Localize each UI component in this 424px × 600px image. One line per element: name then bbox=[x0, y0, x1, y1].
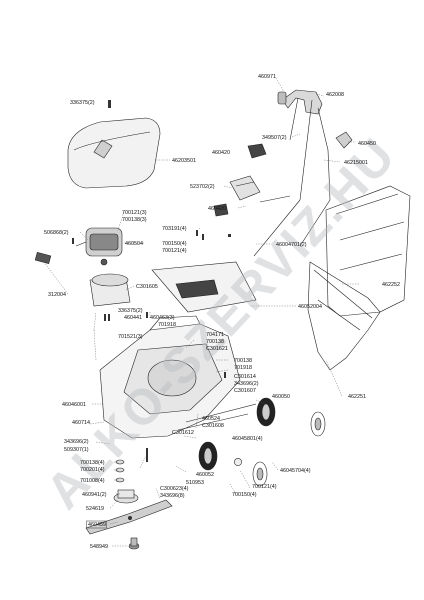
label-700150-4: 700150(4) bbox=[162, 241, 187, 247]
label-460420-lower: 460420 bbox=[208, 206, 226, 212]
cable-clip bbox=[335, 131, 353, 149]
handle-knob-upper bbox=[247, 143, 267, 159]
front-wheel bbox=[198, 441, 218, 471]
label-460450: 460450 bbox=[358, 141, 376, 147]
switch-box bbox=[229, 175, 261, 201]
label-460504: 460504 bbox=[125, 241, 143, 247]
cutting-blade bbox=[85, 499, 173, 535]
fan-impeller bbox=[113, 489, 139, 504]
label-349507-2: 349507(2) bbox=[262, 135, 287, 141]
label-343696-2-lower: 343696(2) bbox=[64, 439, 89, 445]
label-700138-a: 700138 bbox=[206, 339, 224, 345]
label-523702-2: 523702(2) bbox=[190, 184, 215, 190]
label-460941-2: 460941(2) bbox=[82, 492, 107, 498]
label-548949: 548949 bbox=[90, 544, 108, 550]
wheel-washer bbox=[234, 458, 242, 466]
rear-wheel-rim bbox=[310, 411, 326, 437]
label-46203501: 46203501 bbox=[172, 158, 196, 164]
label-460971: 460971 bbox=[258, 74, 276, 80]
label-c300623-4: C300623(4) bbox=[160, 486, 189, 492]
label-703191-4: 703191(4) bbox=[162, 226, 187, 232]
handle-knob bbox=[277, 91, 287, 105]
label-460524: 460524 bbox=[202, 416, 220, 422]
label-312004: 312004 bbox=[48, 292, 66, 298]
label-460459: 460459 bbox=[88, 522, 106, 528]
label-700121-4-lower: 700121(4) bbox=[252, 484, 277, 490]
small-screws bbox=[72, 230, 231, 462]
label-462008: 462008 bbox=[326, 92, 344, 98]
label-700138-3: 700138(3) bbox=[122, 217, 147, 223]
label-c301621: C301621 bbox=[206, 346, 228, 352]
label-c301605: C301605 bbox=[136, 284, 158, 290]
front-wheel-rim bbox=[252, 461, 268, 487]
grass-bag bbox=[325, 185, 411, 317]
label-46045704-4: 46045704(4) bbox=[280, 468, 311, 474]
label-46052004: 46052004 bbox=[298, 304, 322, 310]
label-336375-2: 336375(2) bbox=[70, 100, 95, 106]
upper-handle bbox=[281, 89, 331, 201]
label-460714: 460714 bbox=[72, 420, 90, 426]
label-460463: 460463(3) bbox=[150, 315, 175, 321]
label-506868-2: 506868(2) bbox=[44, 230, 69, 236]
label-c301614: C301614 bbox=[234, 374, 256, 380]
motor bbox=[75, 227, 123, 266]
label-c301612: C301612 bbox=[172, 430, 194, 436]
screw-336375 bbox=[108, 100, 111, 108]
label-700121-4: 700121(4) bbox=[162, 248, 187, 254]
label-460441: 460441 bbox=[124, 315, 142, 321]
label-343696-2: 343696(2) bbox=[234, 381, 259, 387]
label-700138-b: 700138 bbox=[234, 358, 252, 364]
deck-cover-panel bbox=[151, 261, 257, 313]
label-46045801-4: 46045801(4) bbox=[232, 436, 263, 442]
label-701521-3: 701521(3) bbox=[118, 334, 143, 340]
rear-wheel bbox=[256, 397, 276, 427]
fan-housing bbox=[89, 273, 131, 307]
blade-bolt bbox=[128, 537, 140, 550]
label-c301607: C301607 bbox=[234, 388, 256, 394]
label-700138-4: 700138(4) bbox=[80, 460, 105, 466]
washer-stack bbox=[115, 459, 125, 483]
label-46046001: 46046001 bbox=[62, 402, 86, 408]
handle-knob-lower bbox=[213, 203, 229, 217]
label-460052: 460052 bbox=[196, 472, 214, 478]
label-701918-upper: 701918 bbox=[158, 322, 176, 328]
label-c301608: C301608 bbox=[202, 423, 224, 429]
label-700121-3: 700121(3) bbox=[122, 210, 147, 216]
label-460420-upper: 460420 bbox=[212, 150, 230, 156]
label-460459-box bbox=[86, 520, 107, 529]
label-460050: 460050 bbox=[272, 394, 290, 400]
label-343696-8: 343696(8) bbox=[160, 493, 185, 499]
label-704171: 704171 bbox=[206, 332, 224, 338]
label-524619: 524619 bbox=[86, 506, 104, 512]
label-336375-2-lower: 336375(2) bbox=[118, 308, 143, 314]
leader-lines bbox=[43, 77, 360, 547]
label-701918-lower: 701918 bbox=[234, 365, 252, 371]
label-700201-4: 700201(4) bbox=[80, 467, 105, 473]
label-700150-4-lower: 700150(4) bbox=[232, 492, 257, 498]
grass-bag-frame bbox=[307, 261, 381, 371]
lower-handle bbox=[253, 195, 331, 257]
terminal-block bbox=[34, 251, 52, 265]
label-46004701-2: 46004701(2) bbox=[276, 242, 307, 248]
label-701008-4: 701008(4) bbox=[80, 478, 105, 484]
label-509307-1: 509307(1) bbox=[64, 447, 89, 453]
motor-cover bbox=[67, 117, 161, 189]
rear-axle bbox=[177, 403, 257, 431]
mower-deck bbox=[99, 315, 241, 439]
label-462251: 462251 bbox=[348, 394, 366, 400]
label-462252: 462252 bbox=[382, 282, 400, 288]
label-46215001: 46215001 bbox=[344, 160, 368, 166]
label-510953: 510953 bbox=[186, 480, 204, 486]
